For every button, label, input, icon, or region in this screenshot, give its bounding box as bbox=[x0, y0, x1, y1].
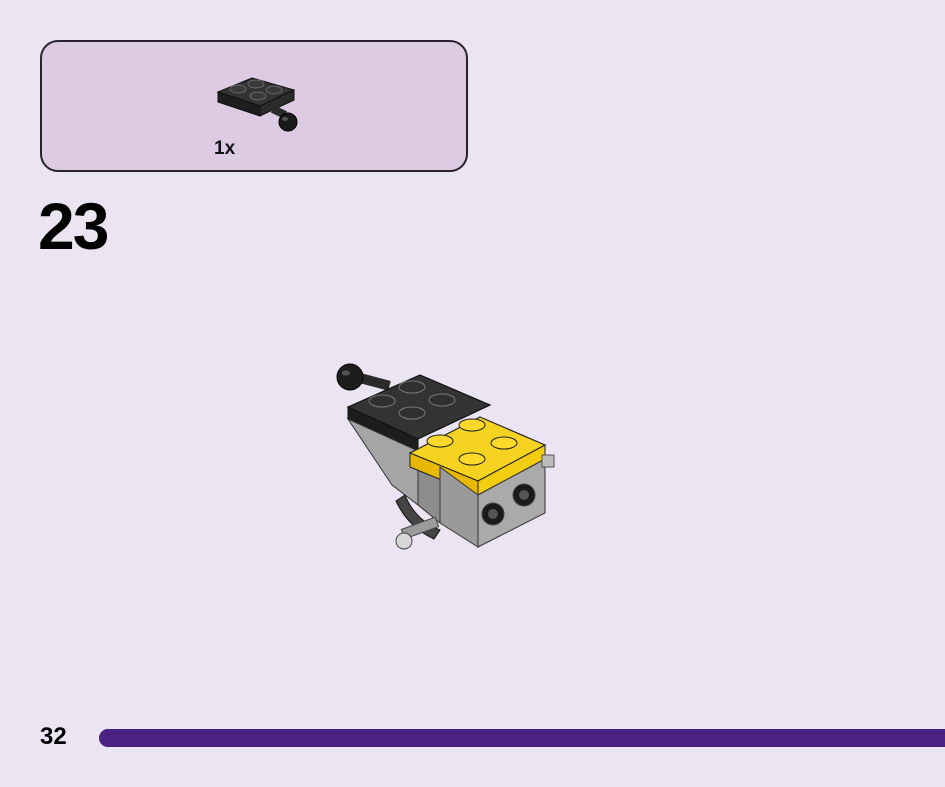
part-quantity: 1x bbox=[214, 138, 236, 159]
page-number: 32 bbox=[40, 723, 67, 750]
step-number: 23 bbox=[38, 189, 109, 263]
progress-bar bbox=[99, 729, 945, 747]
parts-callout-box: 1x bbox=[40, 40, 468, 172]
black-plate-with-towball-icon bbox=[216, 77, 298, 132]
assembled-model-icon bbox=[336, 363, 555, 550]
